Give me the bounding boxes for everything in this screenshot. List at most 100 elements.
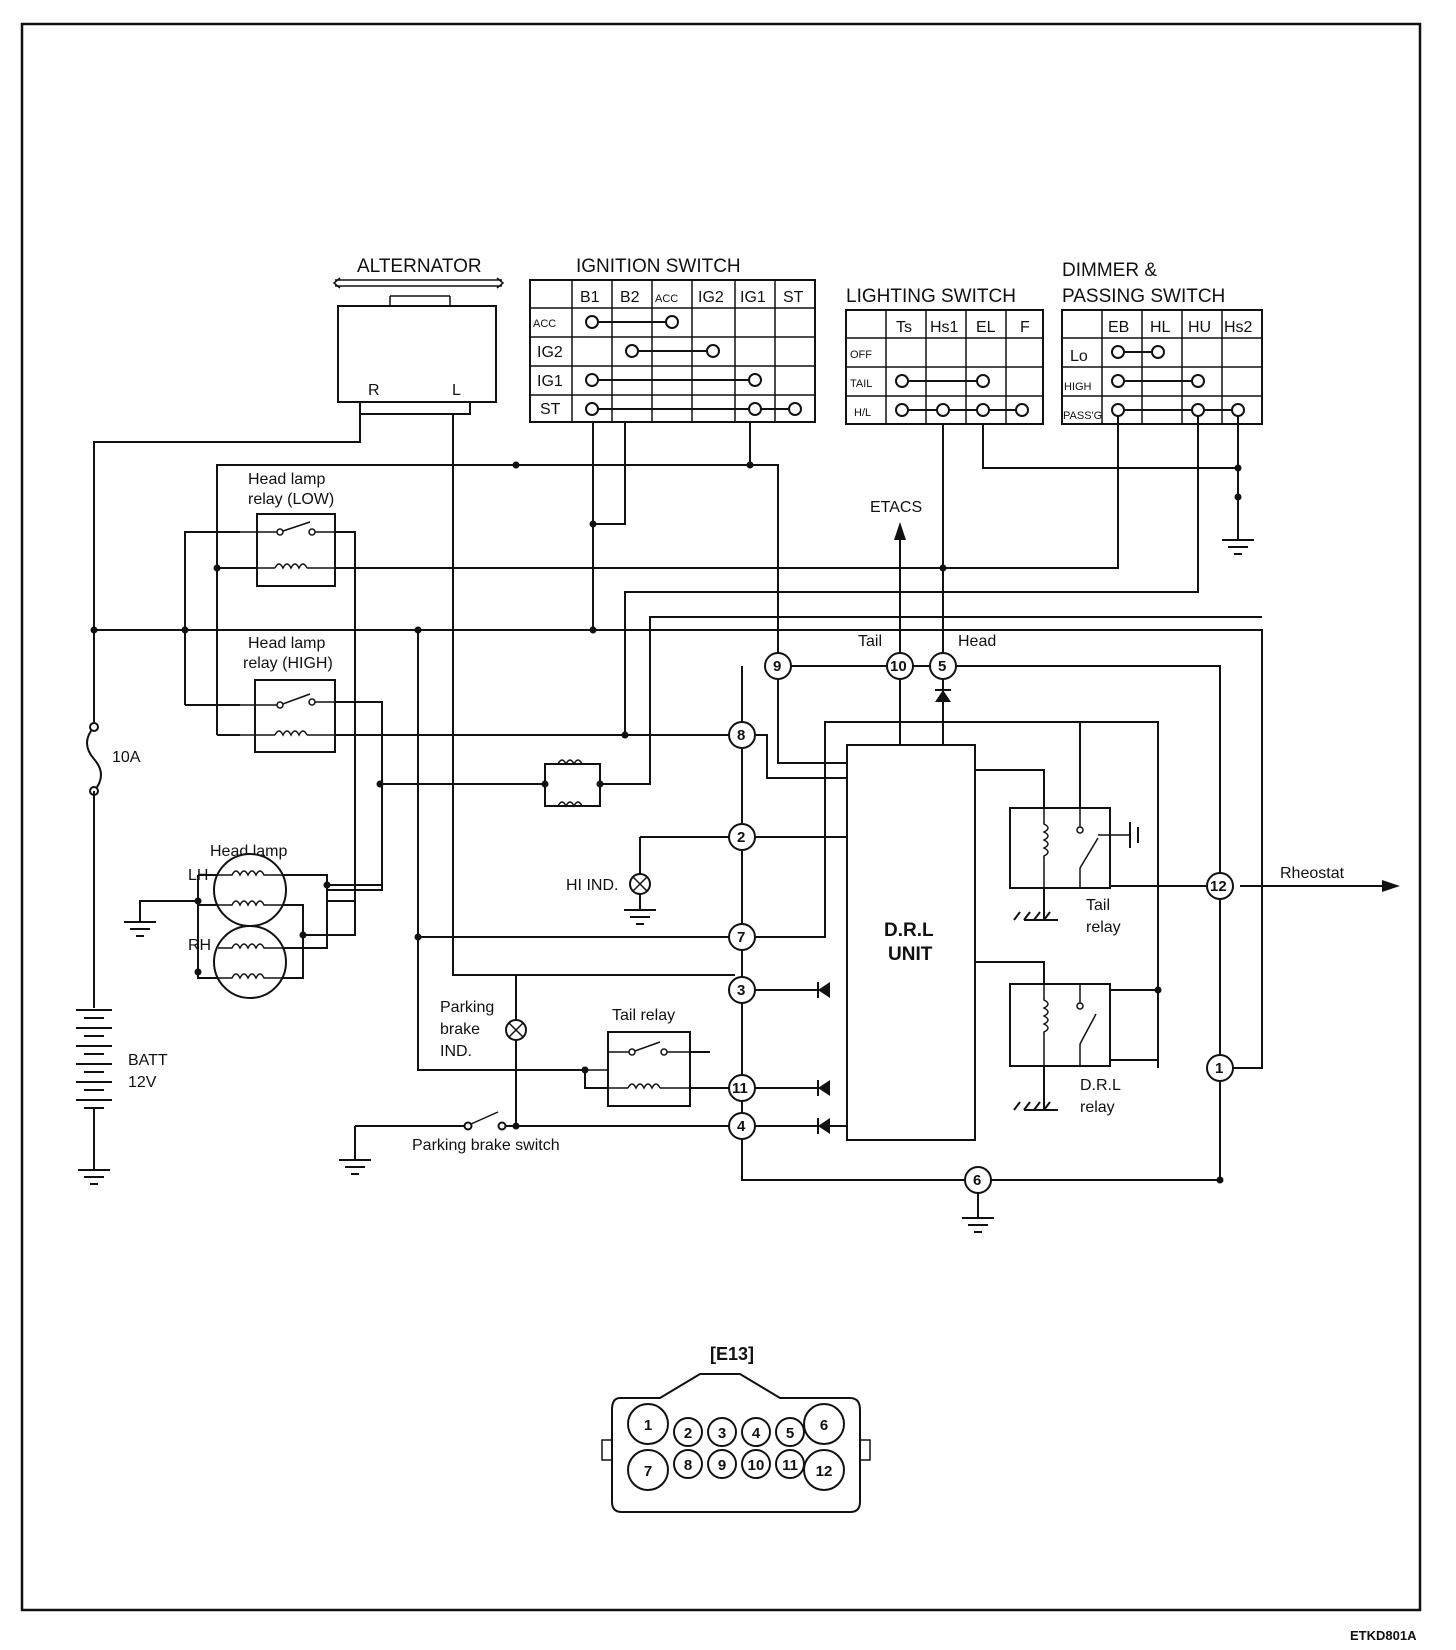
lighting-col-el: EL [976,319,996,336]
ignition-col-st: ST [783,289,804,306]
arrow-right-icon [1382,880,1400,892]
drl-unit-line2: UNIT [888,944,933,965]
svg-text:5: 5 [938,658,946,675]
parking-brake-ind-line1: Parking [440,999,494,1016]
tail-relay-internal-line2: relay [1086,919,1121,936]
connector-cavity-label: 3 [718,1425,726,1442]
ignition-row-acc: ACC [533,318,556,330]
pin-1: 1 [1206,1054,1234,1082]
svg-text:3: 3 [737,982,745,999]
lighting-row-tail: TAIL [850,378,872,390]
lighting-col-f: F [1020,319,1030,336]
alternator: ALTERNATOR R L [332,256,505,415]
pin-2: 2 [728,823,756,851]
connector-cavity-label: 2 [684,1425,692,1442]
lighting-row-off: OFF [850,349,872,361]
connector-cavity-8: 8 [673,1449,703,1479]
drl-relay-line1: D.R.L [1080,1077,1121,1094]
arrow-up-icon [894,522,906,540]
connector-cavity-label: 6 [820,1417,828,1434]
drl-unit-line1: D.R.L [884,920,934,941]
alternator-title: ALTERNATOR [357,256,482,277]
connector-cavity-1: 1 [627,1403,669,1445]
diode-icon [817,982,830,998]
connector-cavity-5: 5 [775,1417,805,1447]
svg-text:2: 2 [737,829,745,846]
tail-relay-left-label: Tail relay [612,1007,675,1024]
head-lamp-relay-low: Head lamp relay (LOW) [240,471,336,587]
pin-11: 11 [728,1074,756,1102]
dimmer-col-hl: HL [1150,319,1171,336]
svg-text:9: 9 [773,658,781,675]
ground-icon [962,1217,994,1233]
drl-unit: D.R.L UNIT [846,744,976,1141]
dimmer-row-high: HIGH [1064,381,1092,393]
rheostat-output: Rheostat [1280,865,1400,892]
drl-relay-line2: relay [1080,1099,1115,1116]
connector-cavity-label: 8 [684,1457,692,1474]
connector-cavity-10: 10 [741,1449,771,1479]
ground-icon [624,909,656,925]
ignition-col-b2: B2 [620,289,640,306]
connector-cavity-6: 6 [803,1403,845,1445]
pin-4: 4 [728,1112,756,1140]
parking-brake-ind-line3: IND. [440,1043,472,1060]
tail-relay-left: Tail relay [585,1007,691,1107]
connector-cavity-label: 5 [786,1425,794,1442]
dimmer-col-eb: EB [1108,319,1129,336]
battery-line2: 12V [128,1074,157,1091]
resistor [541,759,604,808]
diode-icon [817,1118,830,1134]
parking-brake-switch-label: Parking brake switch [412,1137,560,1154]
head-lamp-title: Head lamp [210,843,287,860]
lighting-switch-title: LIGHTING SWITCH [846,286,1016,307]
diode-icon [817,1080,830,1096]
lighting-switch: LIGHTING SWITCH Ts Hs1 EL F OFF TAIL H/L [845,286,1044,425]
connector-cavity-label: 11 [782,1457,798,1474]
ignition-col-ig2: IG2 [698,289,724,306]
svg-text:4: 4 [737,1118,746,1135]
pin-9: 9 [764,652,792,680]
etacs-label: ETACS [870,499,922,516]
dimmer-passing-switch: DIMMER & PASSING SWITCH EB HL HU Hs2 Lo … [1061,260,1263,568]
pin-5: 5 [929,652,957,680]
lighting-col-ts: Ts [896,319,912,336]
ignition-row-ig2: IG2 [537,344,563,361]
svg-text:1: 1 [1215,1060,1223,1077]
diagram-frame [20,22,1422,1612]
svg-text:12: 12 [1210,878,1227,895]
relay-low-line2: relay (LOW) [248,491,334,508]
connector-cavity-7: 7 [627,1449,669,1491]
lighting-col-hs1: Hs1 [930,319,959,336]
diagram-code: ETKD801A [1350,1628,1417,1643]
svg-text:10: 10 [890,658,907,675]
connector-cavity-4: 4 [741,1417,771,1447]
battery: BATT 12V [76,791,168,1128]
pin-12: 12 [1206,872,1234,900]
connector-cavity-11: 11 [775,1449,805,1479]
ignition-row-ig1: IG1 [537,373,563,390]
ground-icon [78,1169,110,1185]
pin-3: 3 [728,976,756,1004]
parking-brake-indicator: Parking brake IND. [440,999,527,1126]
ignition-switch: IGNITION SWITCH B1 B2 ACC IG2 IG1 ST ACC… [529,256,816,423]
connector-cavity-label: 12 [816,1463,833,1480]
connector-cavity-12: 12 [803,1449,845,1491]
alternator-terminal-l: L [452,382,461,399]
connector-cavity-9: 9 [707,1449,737,1479]
head-lamps: Head lamp LH RH [188,843,382,999]
svg-text:8: 8 [737,727,745,744]
connector-cavity-label: 9 [718,1457,726,1474]
pin-8: 8 [728,721,756,749]
svg-text:7: 7 [737,929,745,946]
ground-icon [339,1159,371,1175]
hi-indicator: HI IND. [566,873,651,895]
dimmer-row-lo: Lo [1070,348,1088,365]
ignition-col-b1: B1 [580,289,600,306]
dimmer-title-line2: PASSING SWITCH [1062,286,1225,307]
svg-text:6: 6 [973,1172,981,1189]
pin-10: 10 [886,652,914,680]
connector-cavity-label: 4 [752,1425,761,1442]
parking-brake-switch: Parking brake switch [412,1111,560,1154]
